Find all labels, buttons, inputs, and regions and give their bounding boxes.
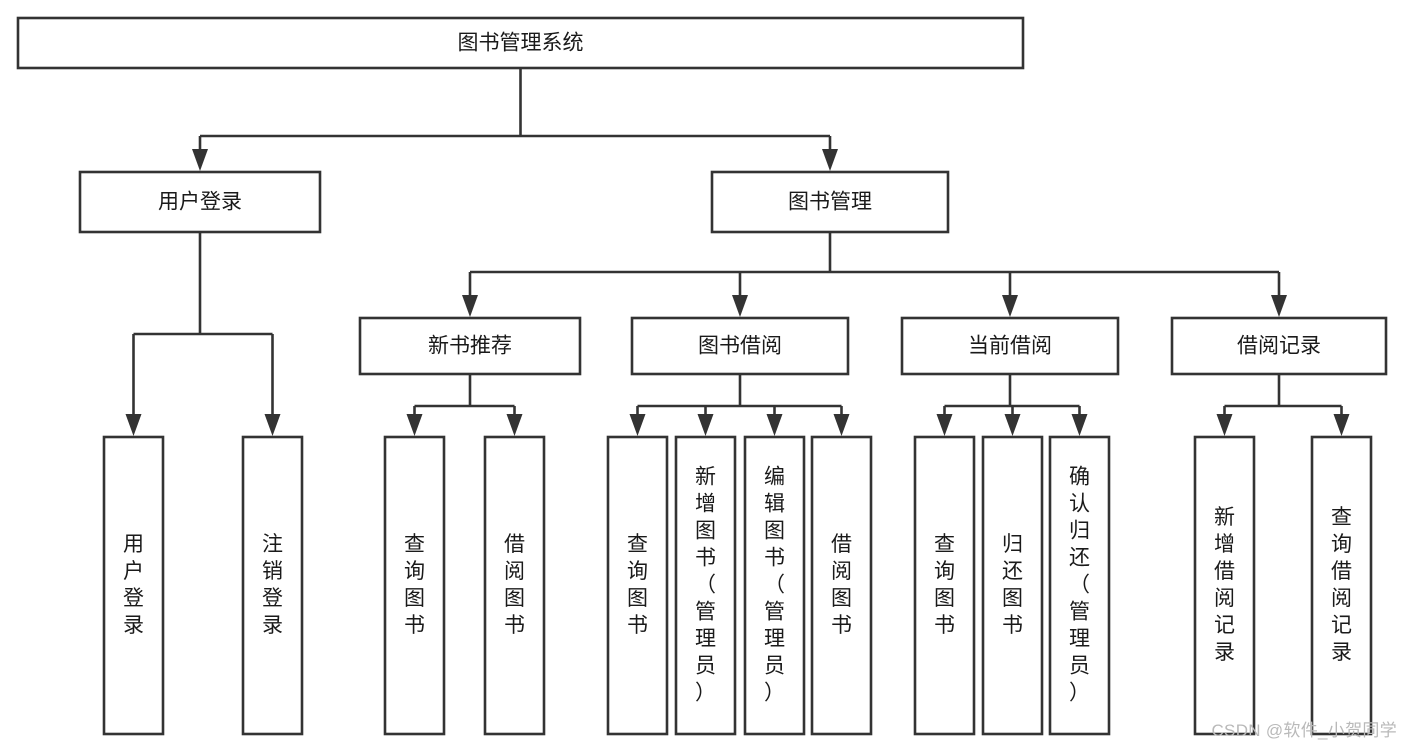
node-label: 借阅记录 [1237,335,1321,358]
arrow-head-icon [766,414,783,436]
connector-root-children [192,68,838,171]
node-label: 查询借阅记录 [1331,506,1352,664]
connectors-layer [125,68,1350,436]
node-label: 归还图书 [1002,533,1023,637]
node-label: 借阅图书 [831,533,852,637]
arrow-head-icon [406,414,423,436]
node-label: 注销登录 [262,533,283,637]
node-leaf-borrow-query[interactable]: 查询图书 [606,435,669,736]
node-leaf-record-query[interactable]: 查询借阅记录 [1310,435,1373,736]
connector-bookmgmt-children [462,232,1287,317]
node-label: 图书借阅 [698,335,782,358]
node-leaf-borrow-lend[interactable]: 借阅图书 [810,435,873,736]
csdn-watermark: CSDN @软件_小贺同学 [1211,721,1397,740]
node-label: 查询图书 [934,533,955,637]
node-label: 查询图书 [627,533,648,637]
connector-current-children [936,374,1088,436]
arrow-head-icon [1004,414,1021,436]
arrow-head-icon [833,414,850,436]
arrow-head-icon [629,414,646,436]
arrow-head-icon [732,295,748,317]
node-bookmgmt[interactable]: 图书管理 [710,170,950,234]
node-leaf-borrow-add[interactable]: 新增图书（管理员） [674,435,737,736]
node-label: 用户登录 [158,191,242,214]
node-label: 用户登录 [123,533,144,637]
arrow-head-icon [125,414,142,436]
node-label: 新书推荐 [428,335,512,358]
arrow-head-icon [1071,414,1088,436]
node-records[interactable]: 借阅记录 [1170,316,1388,376]
node-label: 图书管理系统 [458,32,584,55]
arrow-head-icon [1216,414,1233,436]
node-leaf-new-borrow[interactable]: 借阅图书 [483,435,546,736]
arrow-head-icon [822,149,838,171]
node-borrow[interactable]: 图书借阅 [630,316,850,376]
node-label: 图书管理 [788,191,872,214]
arrow-head-icon [936,414,953,436]
node-leaf-new-query[interactable]: 查询图书 [383,435,446,736]
arrow-head-icon [1271,295,1287,317]
node-leaf-current-query[interactable]: 查询图书 [913,435,976,736]
node-label: 新增借阅记录 [1214,506,1235,664]
node-leaf-borrow-edit[interactable]: 编辑图书（管理员） [743,435,806,736]
connector-borrow-children [629,374,850,436]
node-label: 当前借阅 [968,335,1052,358]
node-label: 查询图书 [404,533,425,637]
arrow-head-icon [1002,295,1018,317]
arrow-head-icon [192,149,208,171]
arrow-head-icon [697,414,714,436]
node-leaf-current-confirm[interactable]: 确认归还（管理员） [1048,435,1111,736]
node-leaf-current-return[interactable]: 归还图书 [981,435,1044,736]
node-label: 新增图书（管理员） [695,465,716,704]
node-leaf-user-logout[interactable]: 注销登录 [241,435,304,736]
node-label: 借阅图书 [504,533,525,637]
arrow-head-icon [1333,414,1350,436]
connector-newbook-children [406,374,523,436]
node-leaf-user-login[interactable]: 用户登录 [102,435,165,736]
node-current[interactable]: 当前借阅 [900,316,1120,376]
arrow-head-icon [462,295,478,317]
node-leaf-record-add[interactable]: 新增借阅记录 [1193,435,1256,736]
connector-login-children [125,232,281,436]
arrow-head-icon [264,414,281,436]
node-newbook[interactable]: 新书推荐 [358,316,582,376]
arrow-head-icon [506,414,523,436]
connector-records-children [1216,374,1350,436]
node-label: 编辑图书（管理员） [764,465,785,704]
node-root[interactable]: 图书管理系统 [16,16,1025,70]
nodes-layer: 图书管理系统用户登录图书管理新书推荐图书借阅当前借阅借阅记录用户登录注销登录查询… [16,16,1388,736]
node-login[interactable]: 用户登录 [78,170,322,234]
node-label: 确认归还（管理员） [1069,465,1090,704]
